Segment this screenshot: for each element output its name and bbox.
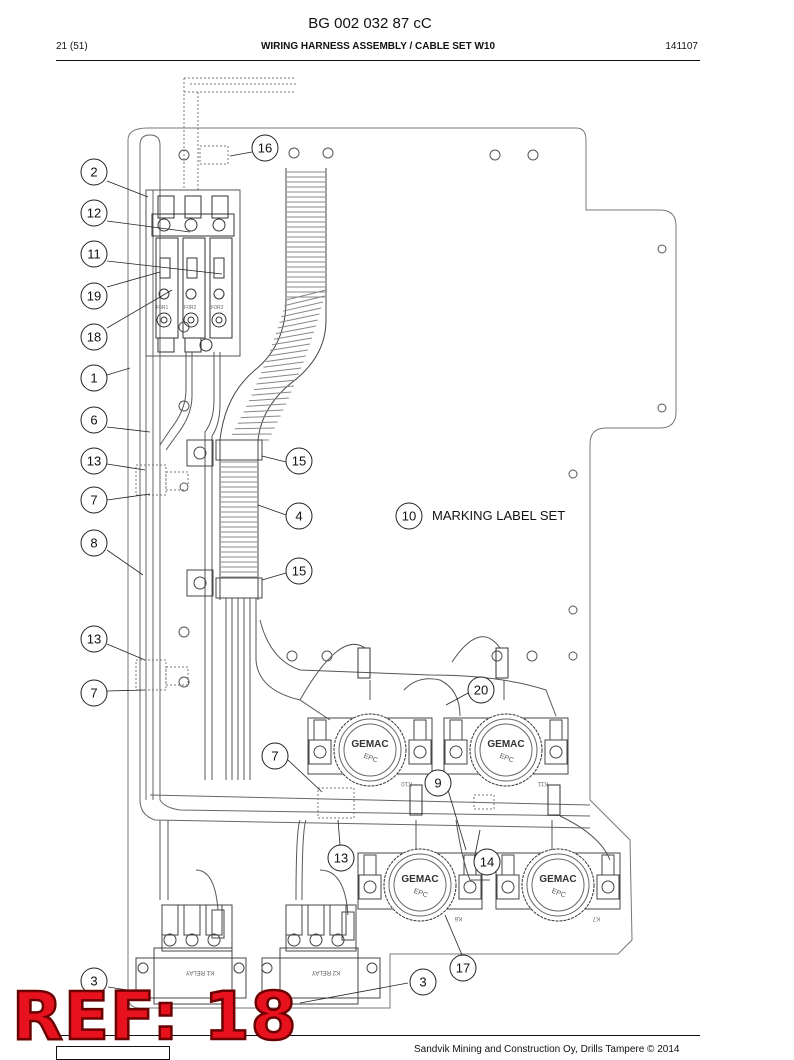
svg-text:4: 4: [295, 509, 302, 524]
callout-c15a: 15: [286, 448, 312, 474]
callout-c9: 9: [425, 770, 451, 796]
callout-c7c: 7: [262, 743, 288, 769]
footer-company: Sandvik Mining and Construction Oy, Dril…: [414, 1044, 679, 1055]
svg-text:F0R1: F0R1: [156, 305, 168, 311]
callout-c17: 17: [450, 955, 476, 981]
svg-text:18: 18: [87, 330, 101, 345]
svg-text:7: 7: [90, 686, 97, 701]
callout-c13c: 13: [328, 845, 354, 871]
svg-text:K11: K11: [537, 780, 548, 786]
svg-text:20: 20: [474, 683, 488, 698]
callout-c18: 18: [81, 324, 107, 350]
callout-c2: 2: [81, 159, 107, 185]
callout-c19: 19: [81, 283, 107, 309]
callout-c10: 10: [396, 503, 422, 529]
callout-c14: 14: [474, 849, 500, 875]
conduit-clamps: [187, 440, 262, 598]
solenoid-valves: GEMACEPCK10GEMACEPCK11GEMACEPCK6GEMACEPC…: [308, 714, 620, 921]
svg-text:F0R3: F0R3: [211, 305, 223, 311]
corrugated-conduit: [220, 168, 326, 600]
svg-text:13: 13: [87, 632, 101, 647]
svg-text:15: 15: [292, 564, 306, 579]
callout-c13b: 13: [81, 626, 107, 652]
incoming-cable: [184, 78, 296, 190]
svg-text:2: 2: [90, 165, 97, 180]
svg-text:11: 11: [87, 247, 101, 262]
callout-c16: 16: [252, 135, 278, 161]
callout-c6: 6: [81, 407, 107, 433]
svg-text:K6: K6: [454, 915, 462, 921]
svg-text:15: 15: [292, 454, 306, 469]
svg-text:10: 10: [402, 509, 416, 524]
svg-text:16: 16: [258, 141, 272, 156]
svg-text:GEMAC: GEMAC: [487, 739, 524, 750]
marking-label-text: MARKING LABEL SET: [432, 508, 565, 523]
terminal-labels: F0R1 F0R2 F0R3: [156, 305, 223, 311]
svg-text:9: 9: [434, 776, 441, 791]
fuse-wires: [160, 352, 220, 780]
callout-c13a: 13: [81, 448, 107, 474]
callout-c4: 4: [286, 503, 312, 529]
callout-c3b: 3: [410, 969, 436, 995]
callout-c11: 11: [81, 241, 107, 267]
svg-text:13: 13: [334, 851, 348, 866]
svg-text:17: 17: [456, 961, 470, 976]
svg-text:K2 RELAY: K2 RELAY: [312, 969, 340, 975]
svg-text:19: 19: [87, 289, 101, 304]
svg-text:K1 RELAY: K1 RELAY: [186, 969, 214, 975]
svg-text:F0R2: F0R2: [184, 305, 196, 311]
svg-text:7: 7: [90, 493, 97, 508]
svg-text:K10: K10: [401, 780, 412, 786]
callout-c8: 8: [81, 530, 107, 556]
callout-c7b: 7: [81, 680, 107, 706]
ref-stamp: REF: 18: [12, 984, 298, 1050]
svg-text:8: 8: [90, 536, 97, 551]
svg-text:14: 14: [480, 855, 494, 870]
svg-text:GEMAC: GEMAC: [401, 874, 438, 885]
svg-text:13: 13: [87, 454, 101, 469]
svg-text:GEMAC: GEMAC: [351, 739, 388, 750]
svg-text:6: 6: [90, 413, 97, 428]
svg-text:1: 1: [90, 371, 97, 386]
svg-text:7: 7: [271, 749, 278, 764]
svg-text:K7: K7: [592, 915, 600, 921]
callout-c1: 1: [81, 365, 107, 391]
callout-c20: 20: [468, 677, 494, 703]
svg-text:GEMAC: GEMAC: [539, 874, 576, 885]
svg-text:12: 12: [87, 206, 101, 221]
callout-c12: 12: [81, 200, 107, 226]
callout-c7a: 7: [81, 487, 107, 513]
svg-text:3: 3: [419, 975, 426, 990]
callout-c15b: 15: [286, 558, 312, 584]
